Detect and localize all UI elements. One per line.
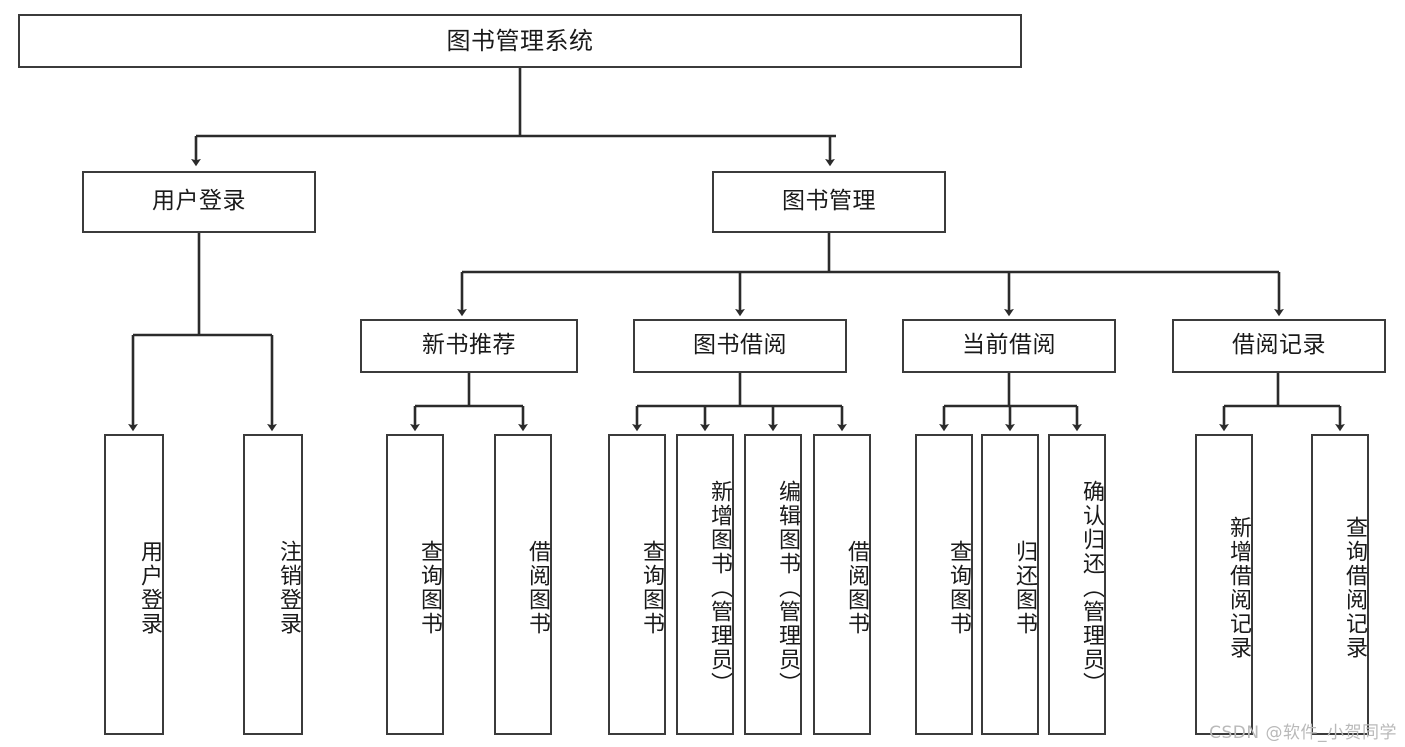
- leaf-current-borrow-query[interactable]: 查询图书: [915, 434, 973, 735]
- leaf-label: 查询图书: [639, 539, 664, 636]
- leaf-label: 借阅图书: [844, 539, 869, 636]
- leaf-current-borrow-confirm-return[interactable]: 确认归还（管理员）: [1048, 434, 1106, 735]
- leaf-label: 注销登录: [276, 539, 301, 636]
- leaf-borrow-record-add[interactable]: 新增借阅记录: [1195, 434, 1253, 735]
- node-new-book-recommend[interactable]: 新书推荐: [360, 319, 578, 373]
- leaf-label: 查询图书: [417, 539, 442, 636]
- node-root-label: 图书管理系统: [446, 26, 594, 55]
- leaf-book-borrow-borrow[interactable]: 借阅图书: [813, 434, 871, 735]
- node-user-login-label: 用户登录: [152, 188, 246, 215]
- leaf-label: 新增借阅记录: [1226, 515, 1251, 660]
- leaf-borrow-record-query[interactable]: 查询借阅记录: [1311, 434, 1369, 735]
- leaf-label: 编辑图书（管理员）: [775, 479, 800, 696]
- leaf-label: 查询图书: [946, 539, 971, 636]
- node-user-login[interactable]: 用户登录: [82, 171, 316, 233]
- leaf-label: 新增图书（管理员）: [707, 479, 732, 696]
- node-borrow-record-label: 借阅记录: [1232, 332, 1326, 359]
- leaf-book-borrow-edit[interactable]: 编辑图书（管理员）: [744, 434, 802, 735]
- node-current-borrow-label: 当前借阅: [962, 332, 1056, 359]
- node-book-management-label: 图书管理: [782, 188, 876, 215]
- leaf-label: 借阅图书: [525, 539, 550, 636]
- leaf-book-borrow-query[interactable]: 查询图书: [608, 434, 666, 735]
- node-borrow-record[interactable]: 借阅记录: [1172, 319, 1386, 373]
- leaf-current-borrow-return[interactable]: 归还图书: [981, 434, 1039, 735]
- leaf-label: 用户登录: [137, 539, 162, 636]
- leaf-label: 确认归还（管理员）: [1079, 479, 1104, 696]
- node-book-borrow[interactable]: 图书借阅: [633, 319, 847, 373]
- node-new-book-recommend-label: 新书推荐: [422, 332, 516, 359]
- leaf-new-book-query[interactable]: 查询图书: [386, 434, 444, 735]
- leaf-book-borrow-add[interactable]: 新增图书（管理员）: [676, 434, 734, 735]
- leaf-new-book-borrow[interactable]: 借阅图书: [494, 434, 552, 735]
- leaf-label: 查询借阅记录: [1342, 515, 1367, 660]
- node-root-system[interactable]: 图书管理系统: [18, 14, 1022, 68]
- leaf-user-login-signout[interactable]: 注销登录: [243, 434, 303, 735]
- node-book-borrow-label: 图书借阅: [693, 332, 787, 359]
- leaf-label: 归还图书: [1012, 539, 1037, 636]
- node-book-management[interactable]: 图书管理: [712, 171, 946, 233]
- node-current-borrow[interactable]: 当前借阅: [902, 319, 1116, 373]
- leaf-user-login-signin[interactable]: 用户登录: [104, 434, 164, 735]
- csdn-watermark: CSDN @软件_小贺同学: [1209, 723, 1397, 743]
